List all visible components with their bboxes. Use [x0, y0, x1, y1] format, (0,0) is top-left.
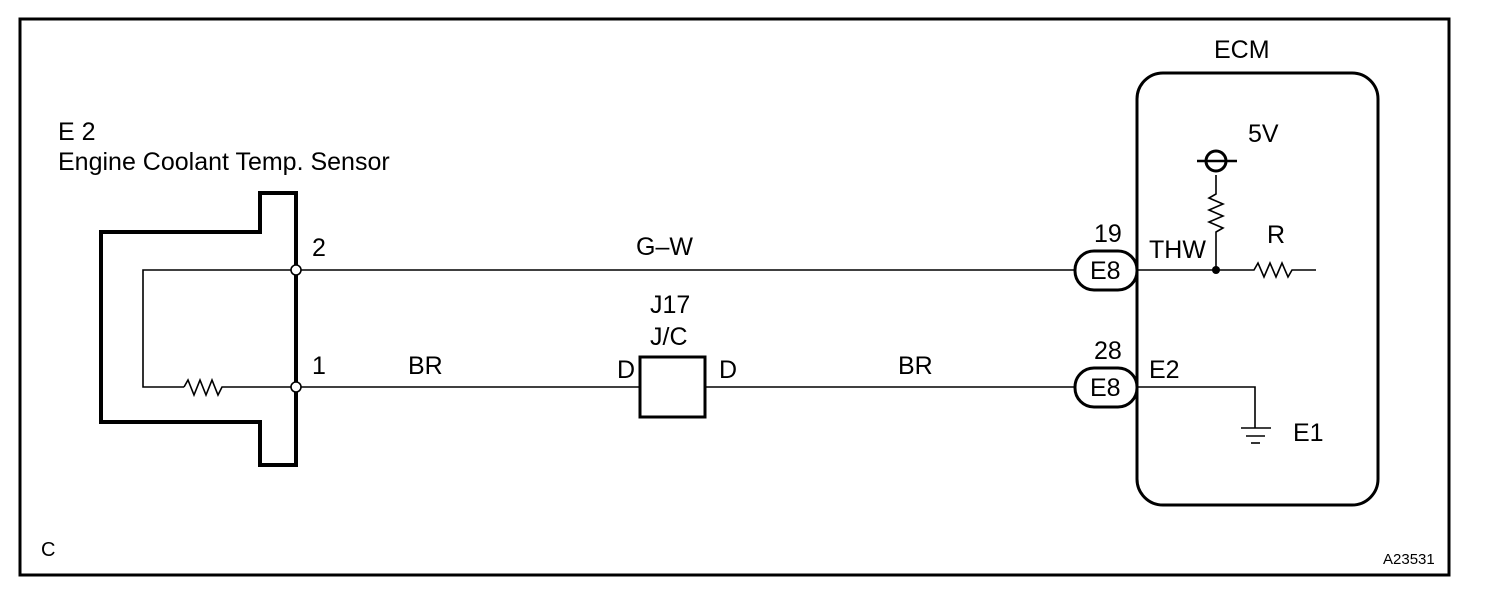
ecm-title: ECM: [1214, 36, 1270, 64]
figure-id: A23531: [1383, 551, 1435, 568]
wire-color-bottom-right: BR: [898, 352, 933, 380]
junction-right-pin: D: [719, 356, 737, 384]
junction-connector-box: [638, 355, 707, 419]
junction-code: J17: [650, 291, 690, 319]
corner-label: C: [41, 539, 55, 561]
ecm-resistor-label: R: [1267, 221, 1285, 249]
ecm-ground-label: E1: [1293, 419, 1324, 447]
sensor-terminal-1: [290, 381, 302, 393]
sensor-pin-1: 1: [312, 352, 326, 380]
sensor-body-outline: [99, 191, 298, 467]
sensor-pin-2: 2: [312, 234, 326, 262]
connector-e8-label-28: E8: [1090, 374, 1121, 402]
r-resistor: [1216, 260, 1316, 280]
diagram-frame: [18, 17, 1451, 577]
wire-color-top: G–W: [636, 233, 693, 261]
pullup-resistor: [1206, 175, 1226, 270]
ecm-supply-label: 5V: [1248, 120, 1279, 148]
junction-name: J/C: [650, 323, 688, 351]
signal-thw: THW: [1149, 236, 1206, 264]
wire-color-bottom-left: BR: [408, 352, 443, 380]
junction-left-pin: D: [617, 356, 635, 384]
sensor-thermistor-resistor: [183, 377, 296, 398]
sensor-internal-wire: [142, 269, 296, 388]
connector-pin-28: 28: [1094, 337, 1122, 365]
sensor-terminal-2: [290, 264, 302, 276]
connector-pin-19: 19: [1094, 220, 1122, 248]
signal-e2: E2: [1149, 356, 1180, 384]
e2-ground-line: [1137, 386, 1256, 428]
sensor-code: E 2: [58, 118, 96, 146]
sensor-name: Engine Coolant Temp. Sensor: [58, 148, 390, 176]
ecm-box: [1135, 71, 1380, 507]
connector-e8-label-19: E8: [1090, 257, 1121, 285]
